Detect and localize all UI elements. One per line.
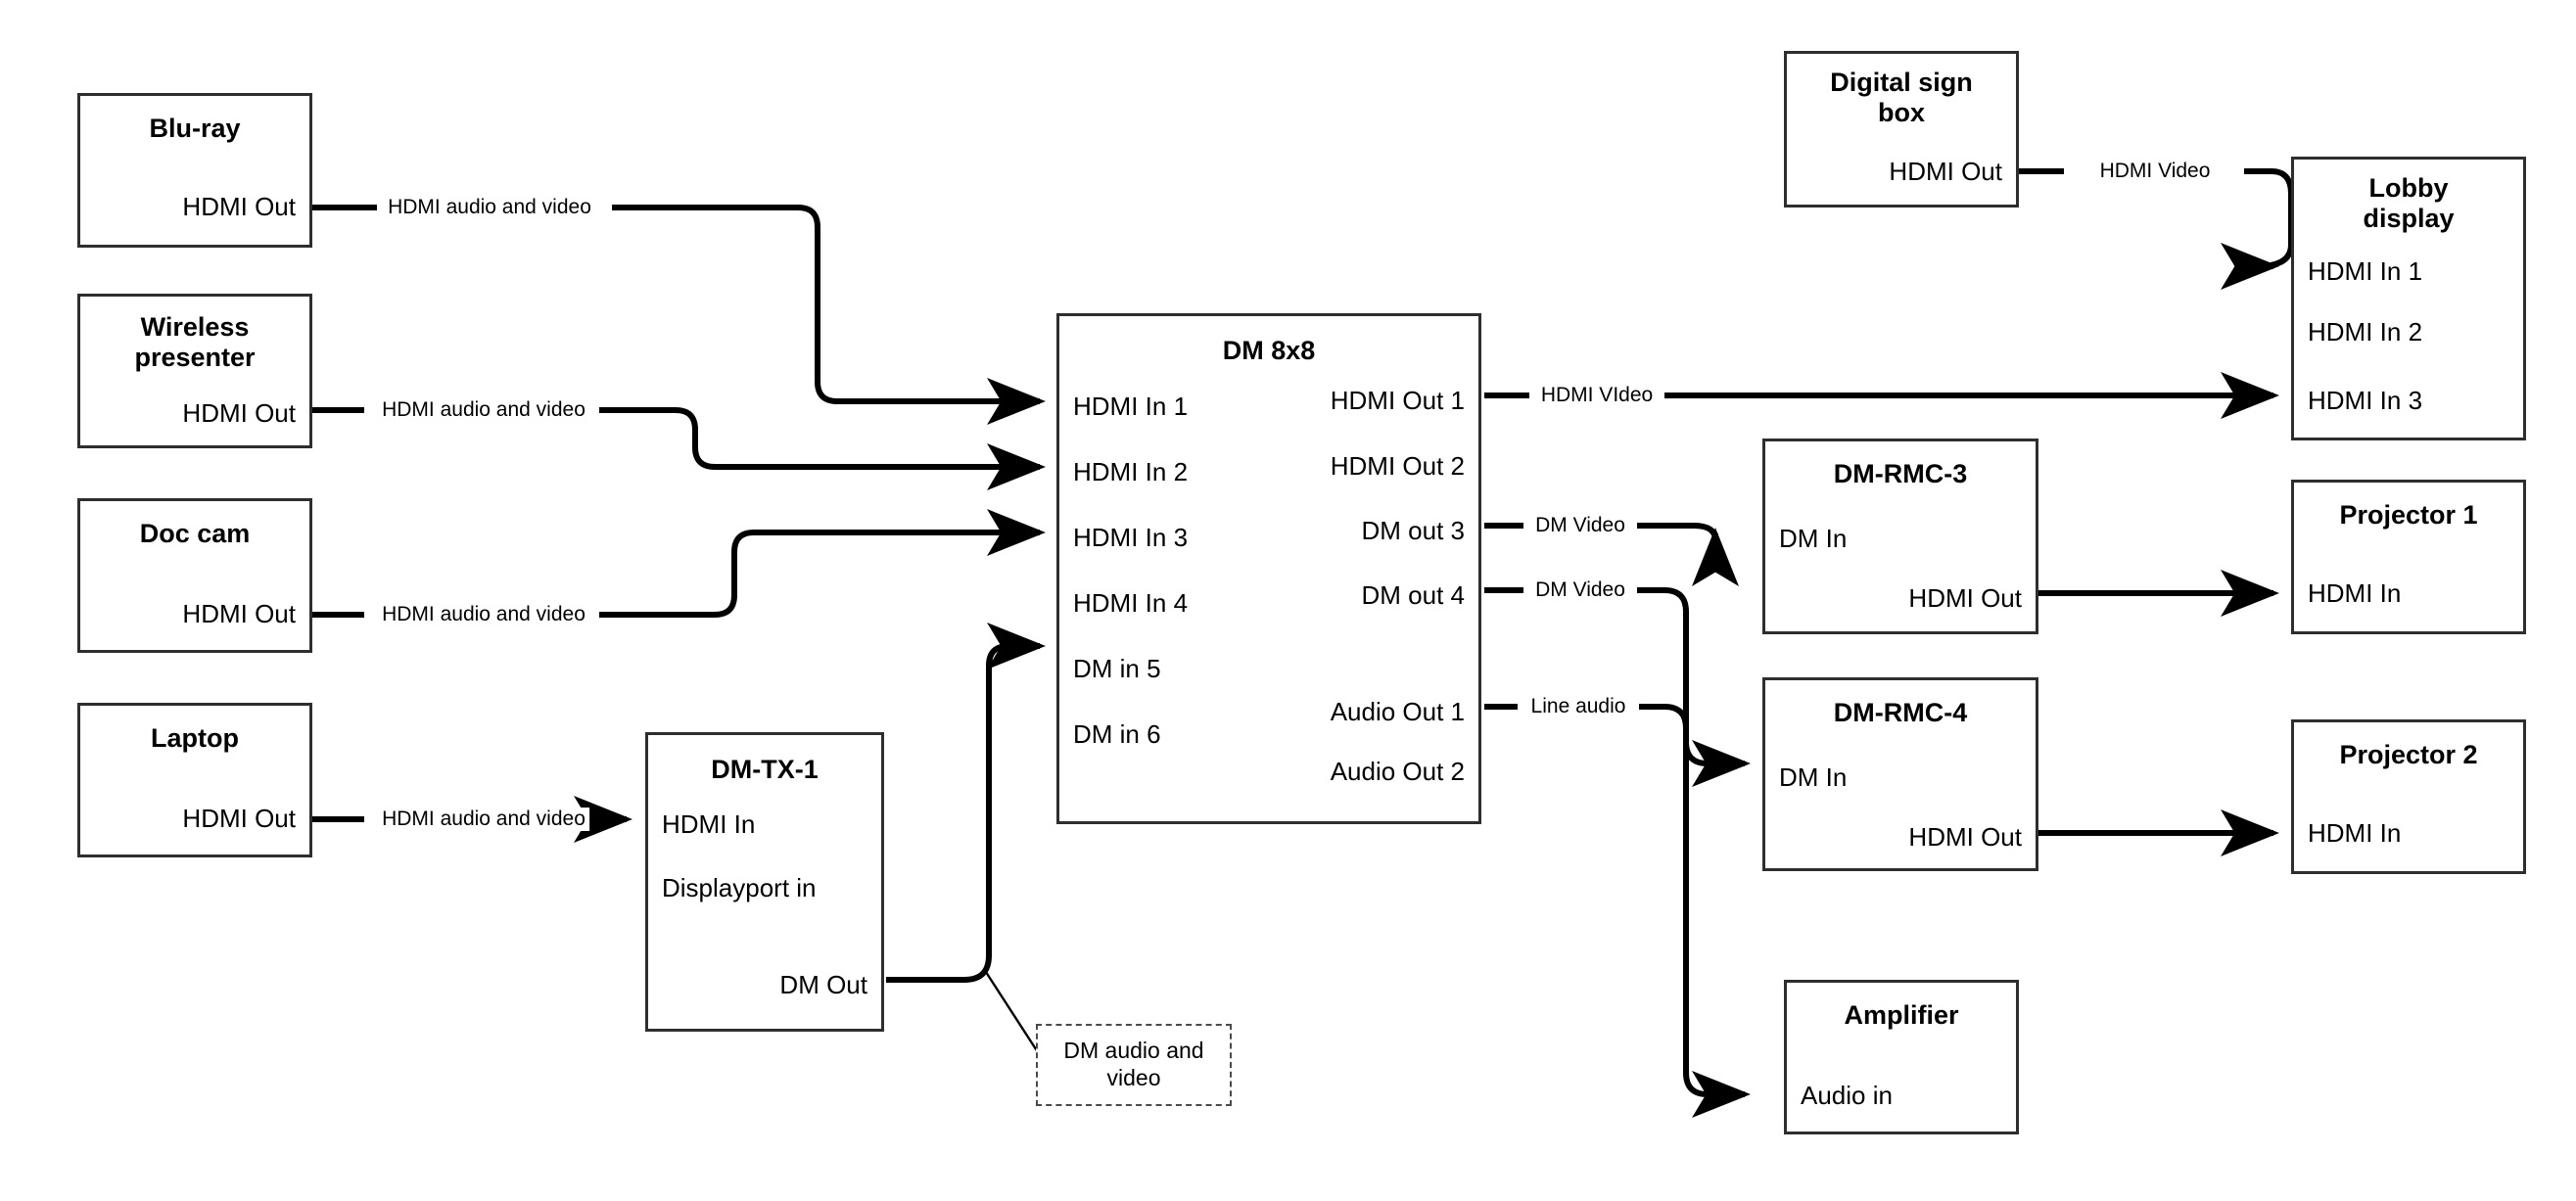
port-dm-rmc-3-dm-in[interactable]: DM In xyxy=(1779,524,1848,553)
node-dm-rmc-4-title: DM-RMC-4 xyxy=(1833,698,1968,727)
port-dm-8x8-audio-out-1[interactable]: Audio Out 1 xyxy=(1330,697,1465,726)
node-wireless-presenter-title: Wireless presenter xyxy=(134,312,256,373)
edge-label-sign-to-lobby: HDMI Video xyxy=(2095,160,2215,183)
wire-digitalsign-to-lobby xyxy=(2017,168,2291,266)
port-lobby-display-hdmi-in-1[interactable]: HDMI In 1 xyxy=(2308,256,2423,286)
node-projector-1-title: Projector 1 xyxy=(2339,500,2478,530)
port-dm-8x8-dm-in-5[interactable]: DM in 5 xyxy=(1073,654,1161,683)
port-dm-8x8-dm-in-6[interactable]: DM in 6 xyxy=(1073,719,1161,749)
port-dm-8x8-hdmi-in-2[interactable]: HDMI In 2 xyxy=(1073,457,1189,486)
port-blu-ray-hdmi-out[interactable]: HDMI Out xyxy=(182,192,296,221)
node-dm-rmc-3-title: DM-RMC-3 xyxy=(1833,459,1968,488)
edge-label-dm-out3: DM Video xyxy=(1531,514,1629,537)
port-dm-8x8-hdmi-out-2[interactable]: HDMI Out 2 xyxy=(1330,451,1465,481)
node-projector-2-title: Projector 2 xyxy=(2339,740,2478,769)
node-dm-8x8-title: DM 8x8 xyxy=(1222,336,1316,365)
wire-bluray-to-dm8x8 xyxy=(311,205,1040,401)
port-laptop-hdmi-out[interactable]: HDMI Out xyxy=(182,804,296,833)
port-dm-8x8-hdmi-in-1[interactable]: HDMI In 1 xyxy=(1073,392,1189,421)
port-dm-tx-1-displayport-in[interactable]: Displayport in xyxy=(662,873,817,902)
node-digital-sign-box-title: Digital sign box xyxy=(1830,68,1973,128)
port-doc-cam-hdmi-out[interactable]: HDMI Out xyxy=(182,599,296,628)
node-laptop[interactable]: Laptop HDMI Out xyxy=(77,703,312,857)
port-dm-8x8-dm-out-3[interactable]: DM out 3 xyxy=(1361,516,1466,545)
port-dm-8x8-dm-out-4[interactable]: DM out 4 xyxy=(1361,580,1466,610)
node-lobby-display-title: Lobby display xyxy=(2363,173,2455,234)
port-lobby-display-hdmi-in-2[interactable]: HDMI In 2 xyxy=(2308,317,2423,346)
edge-label-dm-out1: HDMI VIdeo xyxy=(1536,384,1658,407)
port-dm-rmc-4-dm-in[interactable]: DM In xyxy=(1779,762,1848,792)
node-dm-rmc-3[interactable]: DM-RMC-3 DM In HDMI Out xyxy=(1762,439,2038,634)
node-laptop-title: Laptop xyxy=(151,723,239,753)
port-dm-8x8-hdmi-in-4[interactable]: HDMI In 4 xyxy=(1073,588,1189,618)
node-doc-cam[interactable]: Doc cam HDMI Out xyxy=(77,498,312,653)
wire-dmtx1-to-dm8x8 xyxy=(886,623,1046,983)
node-blu-ray[interactable]: Blu-ray HDMI Out xyxy=(77,93,312,248)
note-dm-audio-and-video: DM audio and video xyxy=(1036,1024,1232,1106)
node-projector-2[interactable]: Projector 2 HDMI In xyxy=(2291,719,2526,874)
node-dm-tx-1-title: DM-TX-1 xyxy=(711,755,819,784)
edge-label-laptop: HDMI audio and video xyxy=(378,808,589,831)
node-digital-sign-box[interactable]: Digital sign box HDMI Out xyxy=(1784,51,2019,208)
node-dm-tx-1[interactable]: DM-TX-1 HDMI In Displayport in DM Out xyxy=(645,732,884,1032)
port-dm-8x8-hdmi-in-3[interactable]: HDMI In 3 xyxy=(1073,523,1189,552)
wire-dm8x8-out4-to-rmc4 xyxy=(1484,587,1745,763)
edge-label-line-audio: Line audio xyxy=(1526,695,1630,718)
port-dm-rmc-4-hdmi-out[interactable]: HDMI Out xyxy=(1908,822,2022,852)
node-dm-8x8[interactable]: DM 8x8 HDMI In 1 HDMI In 2 HDMI In 3 HDM… xyxy=(1056,313,1481,824)
port-dm-tx-1-hdmi-in[interactable]: HDMI In xyxy=(662,809,756,839)
edge-label-bluray: HDMI audio and video xyxy=(384,196,595,219)
node-wireless-presenter[interactable]: Wireless presenter HDMI Out xyxy=(77,294,312,448)
port-lobby-display-hdmi-in-3[interactable]: HDMI In 3 xyxy=(2308,386,2423,415)
port-wireless-presenter-hdmi-out[interactable]: HDMI Out xyxy=(182,398,296,428)
node-amplifier-title: Amplifier xyxy=(1844,1000,1959,1030)
port-projector-1-hdmi-in[interactable]: HDMI In xyxy=(2308,578,2402,608)
node-projector-1[interactable]: Projector 1 HDMI In xyxy=(2291,480,2526,634)
port-dm-tx-1-dm-out[interactable]: DM Out xyxy=(779,970,867,999)
node-amplifier[interactable]: Amplifier Audio in xyxy=(1784,980,2019,1134)
edge-label-doccam: HDMI audio and video xyxy=(378,603,589,626)
wire-dm8x8-audio1-to-amp xyxy=(1484,704,1745,1094)
edge-label-wireless: HDMI audio and video xyxy=(378,398,589,422)
wire-note-leader xyxy=(982,968,1040,1053)
node-lobby-display[interactable]: Lobby display HDMI In 1 HDMI In 2 HDMI I… xyxy=(2291,157,2526,440)
port-amplifier-audio-in[interactable]: Audio in xyxy=(1801,1081,1893,1110)
note-dm-audio-and-video-text: DM audio and video xyxy=(1063,1038,1204,1090)
node-dm-rmc-4[interactable]: DM-RMC-4 DM In HDMI Out xyxy=(1762,677,2038,871)
port-digital-sign-box-hdmi-out[interactable]: HDMI Out xyxy=(1889,157,2002,186)
node-doc-cam-title: Doc cam xyxy=(139,519,251,548)
port-dm-rmc-3-hdmi-out[interactable]: HDMI Out xyxy=(1908,583,2022,613)
port-dm-8x8-audio-out-2[interactable]: Audio Out 2 xyxy=(1330,757,1465,786)
port-projector-2-hdmi-in[interactable]: HDMI In xyxy=(2308,818,2402,848)
node-blu-ray-title: Blu-ray xyxy=(149,114,241,143)
port-dm-8x8-hdmi-out-1[interactable]: HDMI Out 1 xyxy=(1330,386,1465,415)
edge-label-dm-out4: DM Video xyxy=(1531,578,1629,602)
